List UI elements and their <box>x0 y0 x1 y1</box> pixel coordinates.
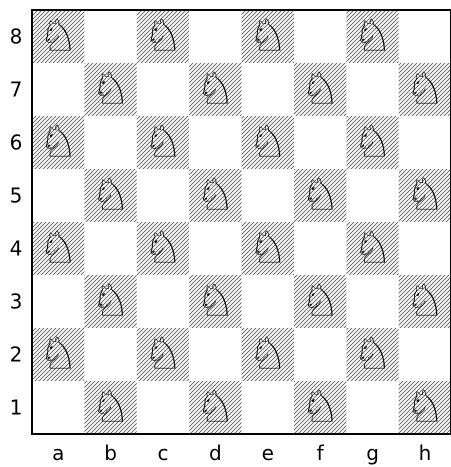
white-knight-icon[interactable]: ♘ <box>300 64 339 115</box>
square-e3[interactable] <box>242 275 294 328</box>
file-label-d: d <box>209 441 222 465</box>
square-f2[interactable] <box>294 328 346 381</box>
file-label-b: b <box>104 441 117 465</box>
white-knight-icon[interactable]: ♘ <box>248 223 287 274</box>
file-label-c: c <box>158 441 169 465</box>
white-knight-icon[interactable]: ♘ <box>300 382 339 433</box>
rank-label-7: 7 <box>10 78 23 102</box>
white-knight-icon[interactable]: ♘ <box>38 117 77 168</box>
rank-label-2: 2 <box>10 343 23 367</box>
rank-label-4: 4 <box>10 237 23 261</box>
white-knight-icon[interactable]: ♘ <box>91 276 130 327</box>
square-c5[interactable] <box>137 169 189 222</box>
white-knight-icon[interactable]: ♘ <box>196 170 235 221</box>
white-knight-icon[interactable]: ♘ <box>143 329 182 380</box>
rank-label-1: 1 <box>10 396 23 420</box>
square-a3[interactable] <box>32 275 84 328</box>
white-knight-icon[interactable]: ♘ <box>143 117 182 168</box>
square-g1[interactable] <box>346 381 398 434</box>
rank-label-6: 6 <box>10 131 23 155</box>
square-b8[interactable] <box>84 10 136 63</box>
white-knight-icon[interactable]: ♘ <box>91 64 130 115</box>
square-e7[interactable] <box>242 63 294 116</box>
white-knight-icon[interactable]: ♘ <box>248 329 287 380</box>
white-knight-icon[interactable]: ♘ <box>353 223 392 274</box>
rank-label-3: 3 <box>10 290 23 314</box>
square-b4[interactable] <box>84 222 136 275</box>
white-knight-icon[interactable]: ♘ <box>196 276 235 327</box>
white-knight-icon[interactable]: ♘ <box>91 170 130 221</box>
file-labels: a b c d e f g h <box>52 441 431 465</box>
square-d6[interactable] <box>189 116 241 169</box>
square-d8[interactable] <box>189 10 241 63</box>
white-knight-icon[interactable]: ♘ <box>196 64 235 115</box>
square-a7[interactable] <box>32 63 84 116</box>
rank-labels: 8 7 6 5 4 3 2 1 <box>10 25 23 420</box>
rank-label-8: 8 <box>10 25 23 49</box>
white-knight-icon[interactable]: ♘ <box>405 64 444 115</box>
square-b6[interactable] <box>84 116 136 169</box>
white-knight-icon[interactable]: ♘ <box>196 382 235 433</box>
square-h6[interactable] <box>399 116 451 169</box>
rank-label-5: 5 <box>10 184 23 208</box>
white-knight-icon[interactable]: ♘ <box>38 223 77 274</box>
white-knight-icon[interactable]: ♘ <box>248 117 287 168</box>
square-h2[interactable] <box>399 328 451 381</box>
square-c1[interactable] <box>137 381 189 434</box>
square-h8[interactable] <box>399 10 451 63</box>
square-f4[interactable] <box>294 222 346 275</box>
square-d2[interactable] <box>189 328 241 381</box>
square-e1[interactable] <box>242 381 294 434</box>
square-b2[interactable] <box>84 328 136 381</box>
file-label-g: g <box>366 441 379 465</box>
white-knight-icon[interactable]: ♘ <box>143 223 182 274</box>
square-h4[interactable] <box>399 222 451 275</box>
square-a5[interactable] <box>32 169 84 222</box>
square-f8[interactable] <box>294 10 346 63</box>
white-knight-icon[interactable]: ♘ <box>300 170 339 221</box>
white-knight-icon[interactable]: ♘ <box>405 276 444 327</box>
file-label-e: e <box>262 441 274 465</box>
square-c7[interactable] <box>137 63 189 116</box>
square-f6[interactable] <box>294 116 346 169</box>
white-knight-icon[interactable]: ♘ <box>143 11 182 62</box>
square-d4[interactable] <box>189 222 241 275</box>
white-knight-icon[interactable]: ♘ <box>353 117 392 168</box>
square-g5[interactable] <box>346 169 398 222</box>
square-a1[interactable] <box>32 381 84 434</box>
square-g3[interactable] <box>346 275 398 328</box>
square-g7[interactable] <box>346 63 398 116</box>
file-label-a: a <box>52 441 64 465</box>
file-label-h: h <box>419 441 432 465</box>
white-knight-icon[interactable]: ♘ <box>405 382 444 433</box>
white-knight-icon[interactable]: ♘ <box>91 382 130 433</box>
white-knight-icon[interactable]: ♘ <box>405 170 444 221</box>
white-knight-icon[interactable]: ♘ <box>353 11 392 62</box>
white-knight-icon[interactable]: ♘ <box>300 276 339 327</box>
white-knight-icon[interactable]: ♘ <box>353 329 392 380</box>
file-label-f: f <box>317 441 325 465</box>
square-e5[interactable] <box>242 169 294 222</box>
square-c3[interactable] <box>137 275 189 328</box>
white-knight-icon[interactable]: ♘ <box>38 329 77 380</box>
white-knight-icon[interactable]: ♘ <box>248 11 287 62</box>
white-knight-icon[interactable]: ♘ <box>38 11 77 62</box>
